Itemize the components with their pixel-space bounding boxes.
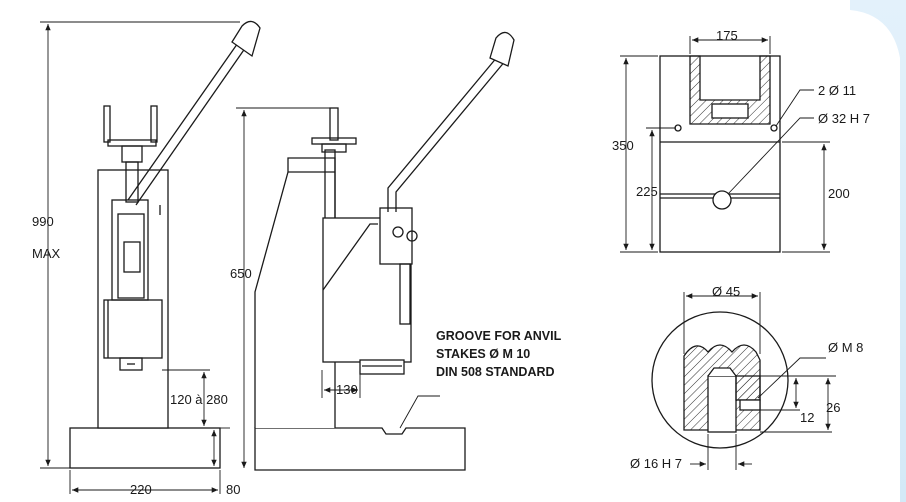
plate-view [659,55,781,253]
plate-height-total-label: 350 [612,138,634,153]
plate-height-left-label: 225 [636,184,658,199]
detail-dimensions [683,292,836,470]
detail-bore-label: Ø 16 H 7 [630,456,682,471]
front-dimensions [40,21,240,494]
detail-view [651,311,789,449]
stroke-range-label: 120 à 280 [170,392,228,407]
column-height-label: 650 [230,266,252,281]
plate-height-right-label: 200 [828,186,850,201]
thread-label: Ø M 8 [828,340,863,355]
throat-depth-label: 130 [336,382,358,397]
height-max-value: 990 [32,214,54,229]
dim-26-label: 26 [826,400,840,415]
plate-dimensions [620,36,830,253]
detail-diameter-label: Ø 45 [712,284,740,299]
height-max-unit: MAX [32,246,61,261]
dim-12-label: 12 [800,410,814,425]
bore-label: Ø 32 H 7 [818,111,870,126]
plate-width-label: 175 [716,28,738,43]
base-height-label: 80 [226,482,240,497]
holes-label: 2 Ø 11 [818,83,856,98]
anvil-note-line1: GROOVE FOR ANVIL [436,329,562,343]
anvil-note-line2: STAKES Ø M 10 [436,347,530,361]
side-dimensions [236,107,440,468]
anvil-note-line3: DIN 508 STANDARD [436,365,555,379]
front-view [69,20,261,469]
base-width-label: 220 [130,482,152,497]
side-view [254,31,515,471]
